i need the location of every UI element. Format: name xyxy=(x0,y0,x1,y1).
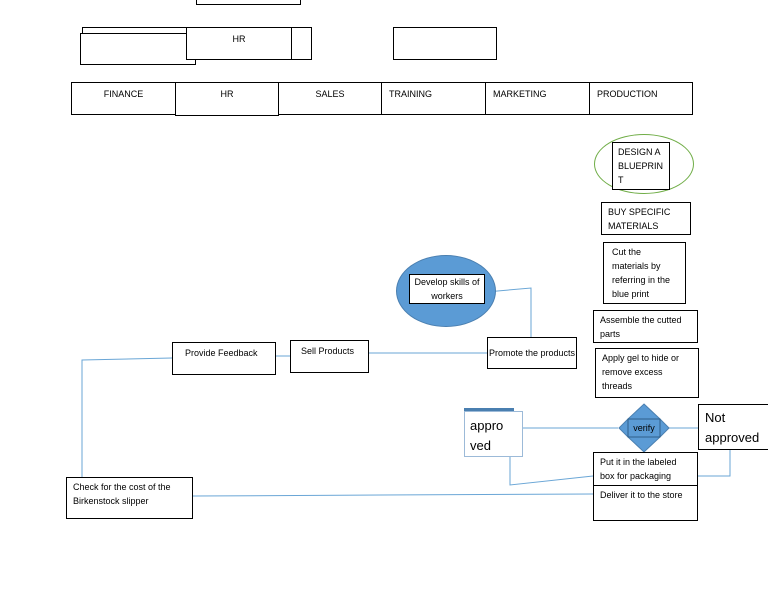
packaging-box: Put it in the labeled box for packaging xyxy=(593,452,698,486)
not-approved-text: Not approved xyxy=(705,410,760,445)
top-hr-box: HR xyxy=(186,27,292,60)
design-blueprint-box: DESIGN A BLUEPRIN T xyxy=(612,142,670,190)
not-approved-box: Not approved xyxy=(698,404,768,450)
sell-products-text: Sell Products xyxy=(301,346,355,356)
dept-training-label: TRAINING xyxy=(389,89,433,99)
dept-production-label: PRODUCTION xyxy=(597,89,658,99)
dept-hr: HR xyxy=(175,82,279,116)
top-hr-label: HR xyxy=(232,34,246,44)
dept-sales-label: SALES xyxy=(315,89,345,99)
dept-finance: FINANCE xyxy=(71,82,176,115)
provide-feedback-box: Provide Feedback xyxy=(172,342,276,375)
connector-approved-packaging xyxy=(509,456,594,486)
verify-label: verify xyxy=(633,423,655,433)
promote-text: Promote the products xyxy=(488,348,576,358)
connector-deliver-check xyxy=(192,493,594,497)
packaging-text: Put it in the labeled box for packaging xyxy=(600,457,677,481)
dept-finance-label: FINANCE xyxy=(103,89,144,99)
dept-sales: SALES xyxy=(278,82,382,115)
cut-materials-box: Cut the materials by referring in the bl… xyxy=(603,242,686,304)
sell-products-box: Sell Products xyxy=(290,340,369,373)
top-right-box xyxy=(393,27,497,60)
approved-box: appro ved xyxy=(464,411,523,457)
top-hr-side-box xyxy=(291,27,312,60)
develop-skills-text: Develop skills of workers xyxy=(414,277,480,301)
develop-skills-box: Develop skills of workers xyxy=(409,274,485,304)
dept-hr-label: HR xyxy=(220,89,234,99)
deliver-text: Deliver it to the store xyxy=(600,490,683,500)
promote-box: Promote the products xyxy=(487,337,577,369)
connector-not-approved xyxy=(698,450,731,477)
check-cost-text: Check for the cost of the Birkenstock sl… xyxy=(73,482,171,506)
buy-materials-text: BUY SPECIFIC MATERIALS xyxy=(608,207,671,231)
deliver-box: Deliver it to the store xyxy=(593,485,698,521)
buy-materials-box: BUY SPECIFIC MATERIALS xyxy=(601,202,691,235)
provide-feedback-text: Provide Feedback xyxy=(185,348,258,358)
top-fragment-box-1 xyxy=(196,0,301,5)
dept-marketing-label: MARKETING xyxy=(493,89,547,99)
dept-marketing: MARKETING xyxy=(485,82,590,115)
dept-production: PRODUCTION xyxy=(589,82,693,115)
apply-gel-text: Apply gel to hide or remove excess threa… xyxy=(602,353,680,391)
top-left-box-front xyxy=(80,33,196,65)
verify-diamond xyxy=(618,403,670,453)
connector-feedback-check xyxy=(81,357,173,478)
design-blueprint-text: DESIGN A BLUEPRIN T xyxy=(618,147,664,185)
connector-develop-promote xyxy=(485,287,532,338)
assemble-text: Assemble the cutted parts xyxy=(600,315,682,339)
dept-training: TRAINING xyxy=(381,82,486,115)
check-cost-box: Check for the cost of the Birkenstock sl… xyxy=(66,477,193,519)
apply-gel-box: Apply gel to hide or remove excess threa… xyxy=(595,348,699,398)
approved-text: appro ved xyxy=(470,418,504,453)
assemble-box: Assemble the cutted parts xyxy=(593,310,698,343)
cut-materials-text: Cut the materials by referring in the bl… xyxy=(612,247,671,299)
